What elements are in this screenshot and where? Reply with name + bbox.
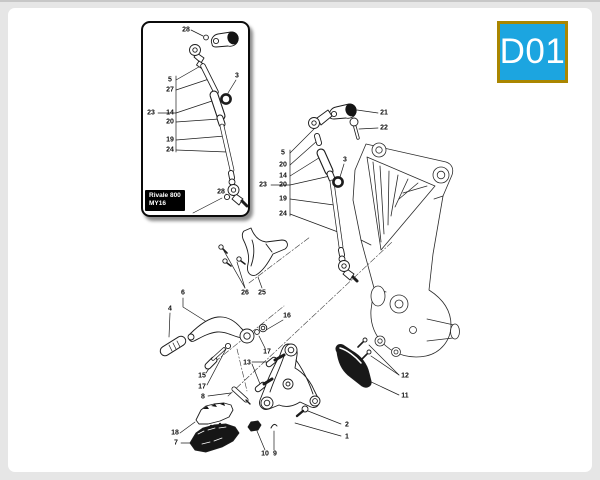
- gear-lever-drawing: [159, 297, 284, 397]
- chain-guard-drawing: [218, 227, 288, 289]
- model-name: Rivale 800: [149, 192, 181, 199]
- callout-14: 14: [279, 172, 287, 180]
- callout-1: 1: [345, 433, 349, 441]
- callout-22: 22: [380, 124, 388, 132]
- callout-9: 9: [273, 450, 277, 458]
- callout-2: 2: [345, 421, 349, 429]
- callout-27: 27: [166, 86, 174, 94]
- diagram-code-text: D01: [499, 32, 566, 71]
- inset-variant-box: [141, 21, 250, 217]
- callout-18: 18: [171, 429, 179, 437]
- callout-8: 8: [201, 393, 205, 401]
- callout-10: 10: [261, 450, 269, 458]
- callout-5: 5: [168, 76, 172, 84]
- callout-20: 20: [279, 161, 287, 169]
- footpegs-drawing: [179, 402, 278, 453]
- callout-24: 24: [279, 210, 287, 218]
- callout-13: 13: [243, 359, 251, 367]
- callout-4: 4: [168, 305, 172, 313]
- callout-12: 12: [401, 372, 409, 380]
- callout-20: 20: [279, 181, 287, 189]
- callout-3: 3: [235, 72, 239, 80]
- callout-11: 11: [401, 392, 409, 400]
- footrest-bracket-drawing: [231, 343, 342, 437]
- main-shift-rod-drawing: [270, 103, 379, 283]
- heel-guard-drawing: [335, 337, 400, 396]
- callout-20: 20: [166, 118, 174, 126]
- callout-25: 25: [258, 289, 266, 297]
- callout-26: 26: [241, 289, 249, 297]
- diagram-code-badge: D01: [497, 21, 568, 83]
- callout-24: 24: [166, 146, 174, 154]
- model-variant-label: Rivale 800 MY16: [145, 190, 185, 211]
- inset-shift-rod-drawing: [157, 29, 249, 214]
- callout-3: 3: [343, 156, 347, 164]
- callout-17: 17: [263, 348, 271, 356]
- callout-5: 5: [281, 149, 285, 157]
- callout-28: 28: [182, 26, 190, 34]
- callout-28: 28: [217, 188, 225, 196]
- callout-14: 14: [166, 109, 174, 117]
- callout-7: 7: [174, 439, 178, 447]
- callout-21: 21: [380, 109, 388, 117]
- callout-16: 16: [283, 312, 291, 320]
- callout-23: 23: [147, 109, 155, 117]
- callout-6: 6: [181, 289, 185, 297]
- callout-15: 15: [198, 372, 206, 380]
- model-year: MY16: [149, 200, 166, 208]
- callout-19: 19: [166, 136, 174, 144]
- callout-23: 23: [259, 181, 267, 189]
- frame-plate-drawing: [352, 142, 460, 358]
- callout-19: 19: [279, 195, 287, 203]
- callout-17: 17: [198, 383, 206, 391]
